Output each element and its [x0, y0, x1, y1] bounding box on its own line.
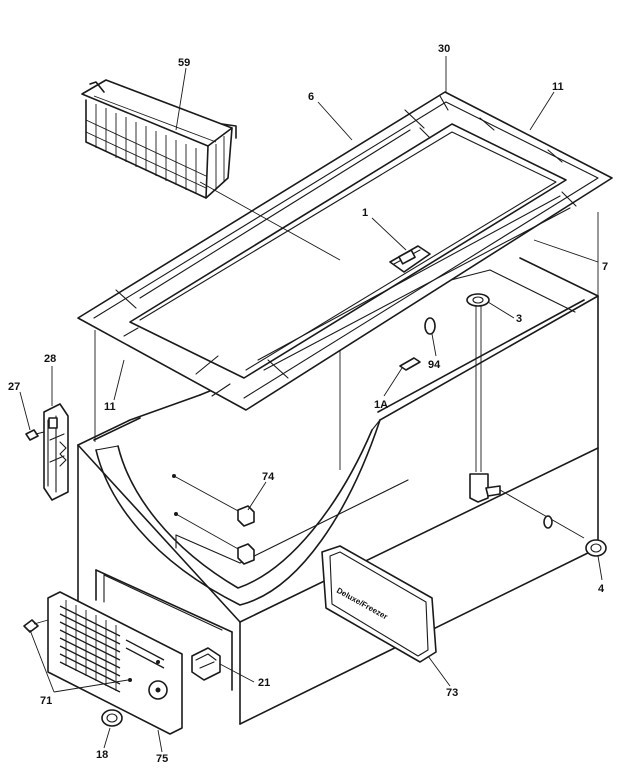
callout-74: 74 — [262, 471, 275, 483]
fasteners-74 — [172, 474, 255, 565]
callout-75: 75 — [156, 753, 168, 765]
callout-11-top: 11 — [552, 81, 564, 93]
part-94 — [424, 317, 436, 335]
drain-fitting — [466, 293, 585, 539]
callout-18: 18 — [96, 749, 108, 761]
callout-73: 73 — [446, 687, 458, 699]
callout-11-left: 11 — [104, 401, 116, 413]
callout-94: 94 — [428, 359, 441, 371]
wire-basket — [81, 79, 237, 199]
drain-plug — [585, 539, 607, 557]
lid-handle — [389, 245, 431, 273]
callout-27: 27 — [8, 381, 20, 393]
callout-1: 1 — [362, 207, 368, 219]
callout-28: 28 — [44, 353, 56, 365]
callout-7: 7 — [602, 261, 608, 273]
screw-71 — [23, 619, 49, 633]
callout-71: 71 — [40, 695, 52, 707]
hinge — [43, 403, 69, 501]
callout-21: 21 — [258, 677, 270, 689]
callout-30: 30 — [438, 43, 450, 55]
callout-4: 4 — [598, 583, 605, 595]
plug-18 — [101, 709, 123, 727]
relay-21 — [191, 647, 221, 681]
screw-27 — [25, 429, 45, 441]
lid-frame — [77, 91, 613, 411]
callout-3: 3 — [516, 313, 522, 325]
callout-59: 59 — [178, 57, 190, 69]
part-1a — [399, 357, 421, 371]
callout-1a: 1A — [374, 399, 388, 411]
callout-6: 6 — [308, 91, 314, 103]
callout-labels: 59 30 6 11 1 7 3 94 1A 28 27 11 74 4 21 … — [8, 43, 608, 765]
leader-lines — [19, 56, 603, 753]
nameplate: Deluxe/Freezer — [321, 545, 437, 663]
grille — [47, 591, 183, 735]
